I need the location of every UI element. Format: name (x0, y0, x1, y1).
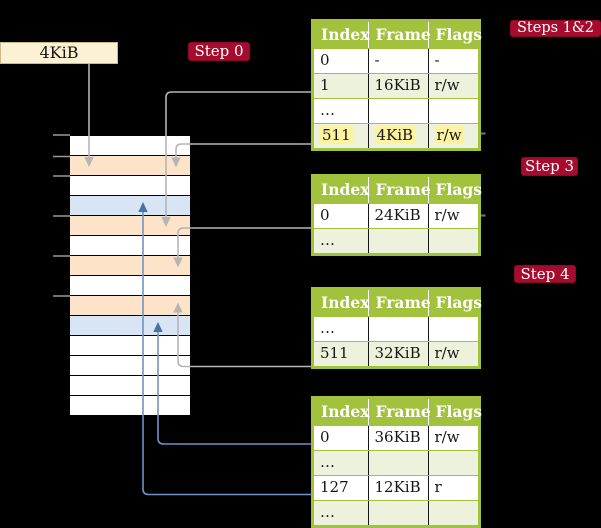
table-cell: - (374, 51, 380, 69)
connector-final-entry0-to-row10 (157, 332, 311, 445)
table-header-row: Index Frame Flags (314, 290, 482, 316)
table-cell: 0 (320, 51, 330, 69)
memory-row (70, 135, 190, 155)
table-cell: 511 (320, 126, 353, 144)
column-header: Flags (427, 22, 482, 48)
table-cell: 127 (320, 478, 349, 496)
connector-entry511-to-row2 (175, 143, 311, 158)
table-header-row: Index Frame Flags (314, 399, 482, 425)
memory-row (70, 295, 190, 315)
table-cell: 0 (320, 428, 330, 446)
table-cell: 36KiB (374, 428, 421, 446)
table-row: 0 - - (314, 48, 478, 73)
table-cell: r/w (434, 428, 460, 446)
table-cell: r/w (434, 76, 460, 94)
memory-row (70, 215, 190, 235)
step-4-badge: Step 4 (514, 265, 576, 283)
table-cell: r/w (434, 126, 464, 144)
page-table-steps-1-2: Index Frame Flags 0 - - 1 16KiB r/w … 51… (311, 19, 482, 151)
column-header: Frame (367, 22, 431, 48)
table-cell: 32KiB (374, 344, 421, 362)
memory-row (70, 175, 190, 195)
memory-row (70, 335, 190, 355)
physical-memory-stack (70, 135, 190, 415)
connector-entry1-to-row5 (165, 91, 311, 217)
column-header: Frame (367, 290, 431, 316)
column-header: Index (321, 293, 370, 312)
connector-step3-entry0-to-row7 (177, 227, 311, 258)
column-header: Frame (367, 177, 431, 203)
table-row: … (314, 450, 478, 475)
table-row: … (314, 228, 478, 253)
table-cell: 1 (320, 76, 330, 94)
table-row-highlighted: 511 4KiB r/w (314, 123, 478, 148)
table-cell: 0 (320, 206, 330, 224)
column-header: Flags (427, 290, 482, 316)
table-cell: 16KiB (374, 76, 421, 94)
column-header: Frame (367, 399, 431, 425)
memory-row (70, 255, 190, 275)
connector-final-entry127-to-row4 (142, 212, 311, 496)
table-header-row: Index Frame Flags (314, 177, 482, 203)
page-table-final: Index Frame Flags 0 36KiB r/w … 127 12Ki… (311, 396, 482, 528)
table-cell: r/w (434, 206, 460, 224)
steps-1-2-badge: Steps 1&2 (510, 20, 601, 37)
table-header-row: Index Frame Flags (314, 22, 482, 48)
memory-row (70, 395, 190, 415)
table-row: 0 24KiB r/w (314, 203, 478, 228)
memory-row (70, 195, 190, 215)
memory-row (70, 375, 190, 395)
page-table-step-3: Index Frame Flags 0 24KiB r/w … (311, 174, 482, 256)
table-cell: 511 (320, 344, 349, 362)
table-cell: … (320, 101, 335, 119)
table-cell: … (320, 319, 335, 337)
table-row: 0 36KiB r/w (314, 425, 478, 450)
table-cell: … (320, 231, 335, 249)
step-3-badge: Step 3 (521, 157, 578, 176)
table-cell: … (320, 453, 335, 471)
frame-size-box: 4KiB (0, 42, 118, 64)
table-cell: - (434, 51, 440, 69)
connector-step4-entry511-to-row9 (177, 312, 311, 368)
gray-arrowheads (84, 157, 183, 313)
memory-row (70, 275, 190, 295)
table-cell: 24KiB (374, 206, 421, 224)
table-cell: … (320, 503, 335, 521)
table-row: … (314, 98, 478, 123)
memory-row (70, 235, 190, 255)
table-row: 127 12KiB r (314, 475, 478, 500)
table-row: … (314, 500, 478, 525)
table-row: … (314, 316, 478, 341)
table-row: 1 16KiB r/w (314, 73, 478, 98)
step-0-badge: Step 0 (188, 42, 250, 61)
table-cell: 12KiB (374, 478, 421, 496)
column-header: Flags (427, 399, 482, 425)
blue-arrowheads (138, 202, 163, 332)
column-header: Index (321, 25, 370, 44)
column-header: Index (321, 402, 370, 421)
page-table-step-4: Index Frame Flags … 511 32KiB r/w (311, 287, 482, 369)
memory-row (70, 355, 190, 375)
column-header: Flags (427, 177, 482, 203)
table-cell: r (434, 478, 442, 496)
memory-row (70, 155, 190, 175)
table-row: 511 32KiB r/w (314, 341, 478, 366)
column-header: Index (321, 180, 370, 199)
table-cell: r/w (434, 344, 460, 362)
memory-tick-marks (53, 134, 70, 297)
table-cell: 4KiB (374, 126, 416, 144)
